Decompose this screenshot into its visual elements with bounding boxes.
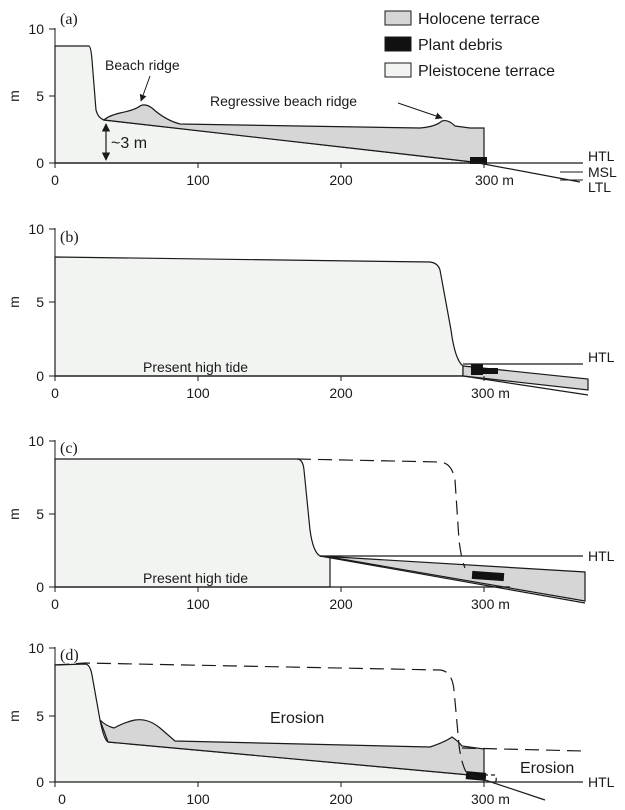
former-surface-dashed <box>54 662 467 773</box>
x-tick-label: 100 <box>186 596 210 612</box>
htl-label: HTL <box>588 349 615 365</box>
y-tick-label: 5 <box>36 294 44 310</box>
x-tick-label: 300 m <box>475 172 514 188</box>
x-tick-label: 300 m <box>471 385 510 401</box>
former-cliff-dashed <box>296 458 466 569</box>
erosion-label-right: Erosion <box>520 760 574 777</box>
x-tick-label: 100 <box>186 172 210 188</box>
y-tick-label: 10 <box>28 640 44 656</box>
legend-plant-label: Plant debris <box>418 37 503 54</box>
legend-plant-swatch <box>384 36 412 52</box>
y-tick-label: 10 <box>28 21 44 37</box>
panel-d: 10 5 0 m HTL (d) Erosion Erosion 0 100 2… <box>6 640 615 807</box>
x-tick-label: 200 <box>329 596 353 612</box>
y-axis-label: m <box>6 508 22 520</box>
y-axis-label: m <box>6 710 22 722</box>
legend-pleistocene-swatch <box>384 62 412 78</box>
x-tick-label: 0 <box>58 791 66 807</box>
regressive-ridge-arrow <box>397 102 443 120</box>
x-tick-label: 200 <box>329 172 353 188</box>
former-shore-dashed <box>484 774 497 785</box>
erosion-label: Erosion <box>270 710 324 727</box>
pleistocene-terrace <box>54 256 464 377</box>
x-tick-label: 0 <box>51 385 59 401</box>
x-tick-label: 200 <box>329 791 353 807</box>
x-tick-label: 0 <box>51 596 59 612</box>
beach-ridge-label: Beach ridge <box>105 57 180 73</box>
ltl-label: LTL <box>588 179 611 195</box>
high-tide-label: Present high tide <box>143 570 248 586</box>
plant-debris <box>471 364 483 375</box>
y-tick-label: 10 <box>28 221 44 237</box>
plant-debris <box>483 368 498 374</box>
height-label: ~3 m <box>111 135 147 152</box>
holocene-terrace <box>102 104 485 164</box>
x-tick-label: 0 <box>51 172 59 188</box>
y-axis-label: m <box>6 296 22 308</box>
htl-label: HTL <box>588 774 615 790</box>
beach-ridge-arrow <box>139 75 151 102</box>
legend-pleistocene-label: Pleistocene terrace <box>418 63 555 80</box>
y-tick-label: 5 <box>36 88 44 104</box>
x-tick-label: 300 m <box>471 596 510 612</box>
msl-label: MSL <box>588 164 617 180</box>
seabed-line <box>319 555 586 604</box>
legend-holocene-swatch <box>384 10 412 26</box>
panel-label: (c) <box>60 440 78 457</box>
y-tick-label: 5 <box>36 506 44 522</box>
seabed-line <box>469 774 546 801</box>
htl-label: HTL <box>588 148 615 164</box>
panel-label: (a) <box>60 11 78 28</box>
y-tick-label: 0 <box>36 774 44 790</box>
x-tick-label: 300 m <box>471 791 510 807</box>
x-tick-label: 100 <box>186 791 210 807</box>
plant-debris <box>470 157 487 164</box>
y-tick-label: 5 <box>36 708 44 724</box>
plant-debris <box>471 570 505 582</box>
y-tick-label: 10 <box>28 433 44 449</box>
regressive-ridge-label: Regressive beach ridge <box>210 93 357 109</box>
y-tick-label: 0 <box>36 155 44 171</box>
pleistocene-terrace <box>54 458 331 588</box>
legend-holocene-label: Holocene terrace <box>418 11 540 28</box>
panel-a: 10 5 0 m HTL MSL LTL (a) Beach ridge Reg… <box>6 11 617 195</box>
y-tick-label: 0 <box>36 368 44 384</box>
panel-label: (b) <box>60 229 79 246</box>
legend: Holocene terrace Plant debris Pleistocen… <box>384 10 555 80</box>
panel-b: 10 5 0 m HTL (b) Present high tide 0 100… <box>6 221 615 401</box>
htl-label: HTL <box>588 548 615 564</box>
x-tick-label: 200 <box>329 385 353 401</box>
y-axis-label: m <box>6 90 22 102</box>
seabed-line <box>472 161 581 183</box>
panel-c: 10 5 0 m HTL (c) Present high tide 0 100… <box>6 433 615 612</box>
panel-label: (d) <box>60 647 79 664</box>
high-tide-label: Present high tide <box>143 359 248 375</box>
x-tick-label: 100 <box>186 385 210 401</box>
y-tick-label: 0 <box>36 579 44 595</box>
